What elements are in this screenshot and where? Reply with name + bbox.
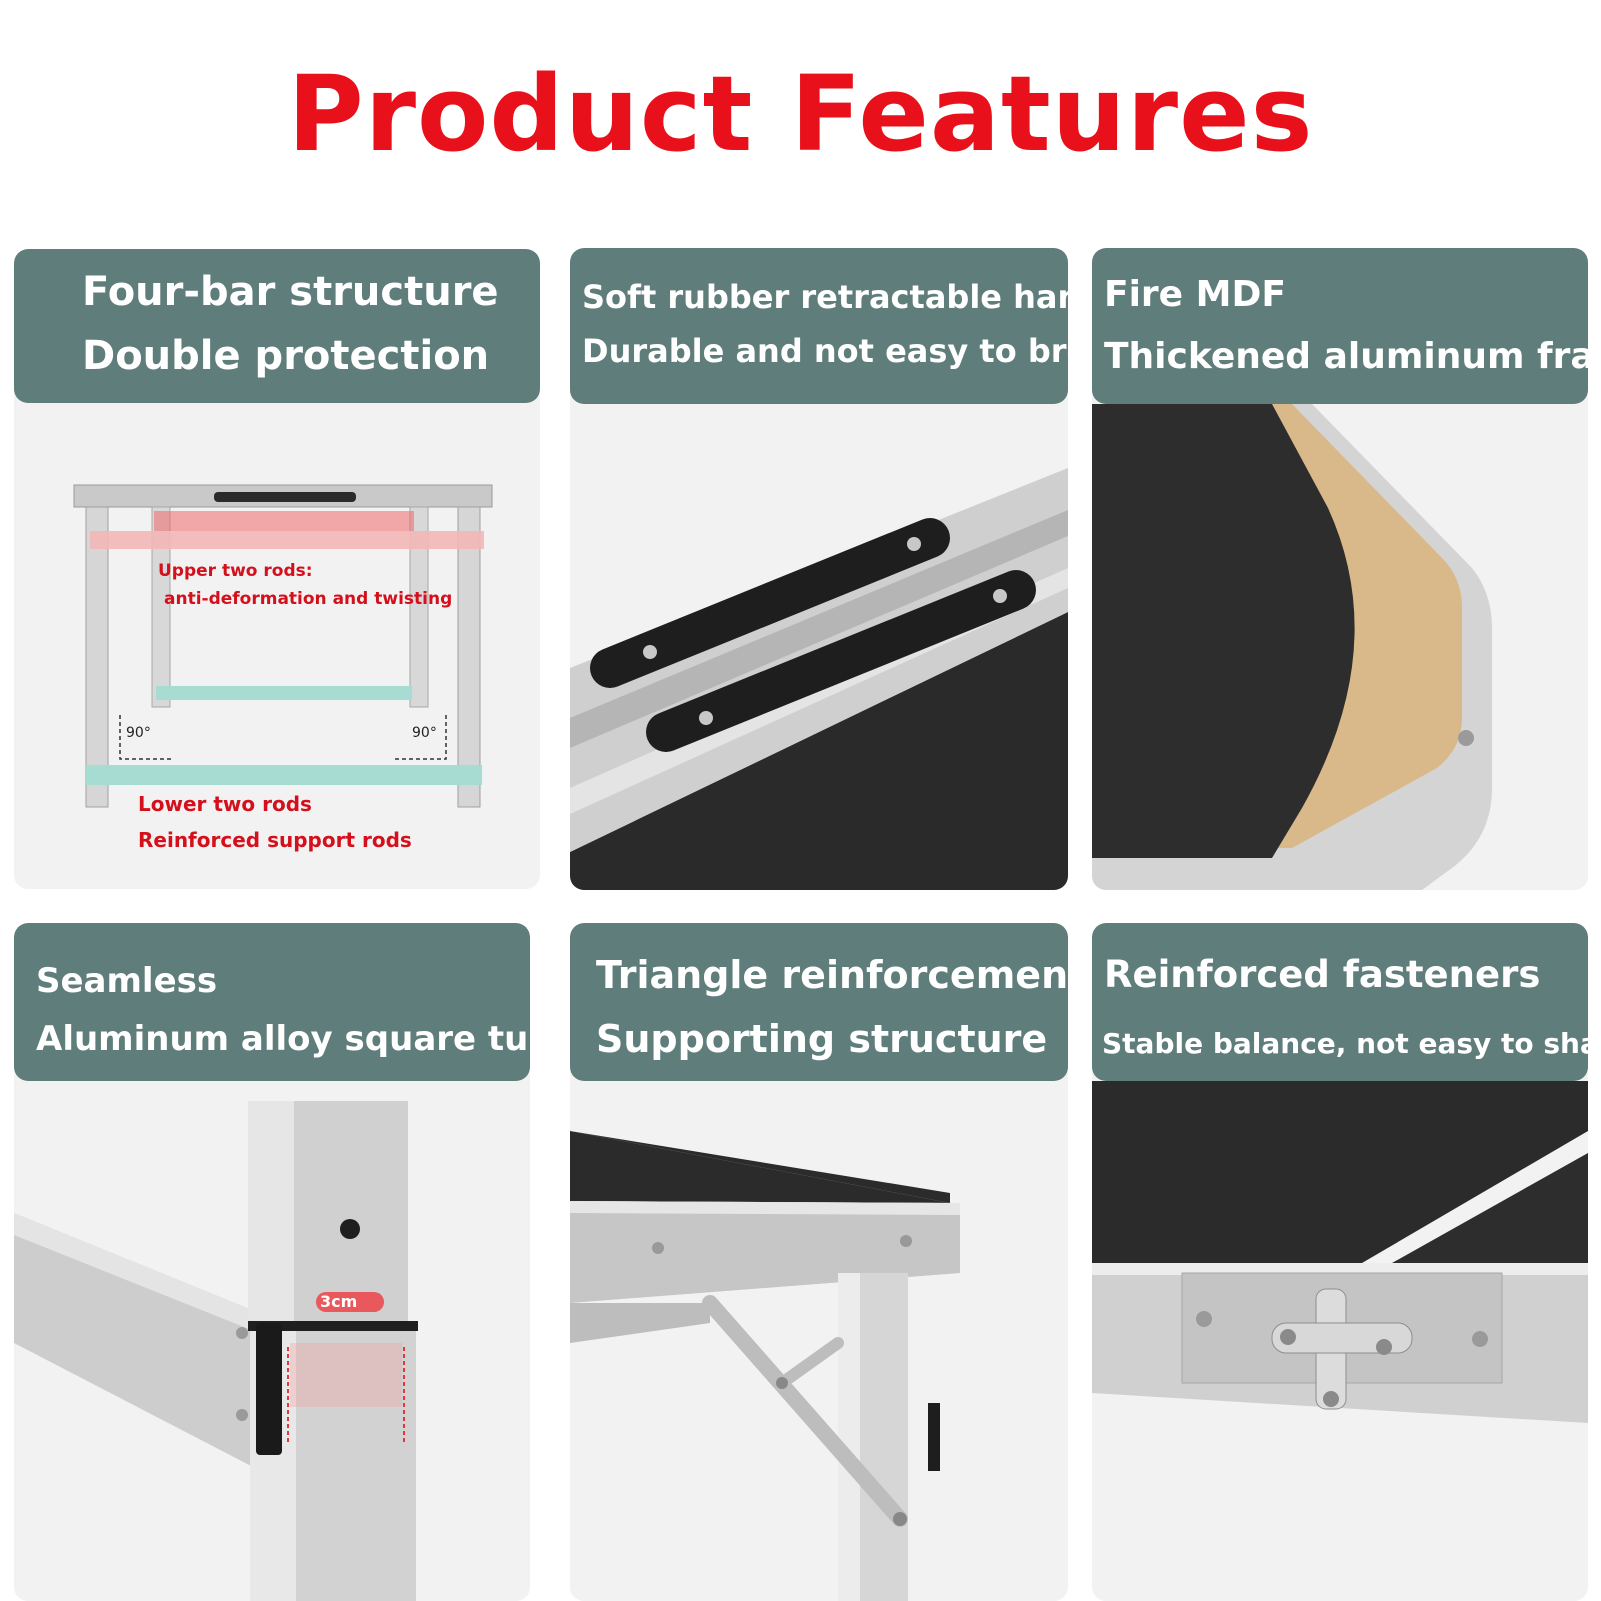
feature-subtitle: Double protection — [82, 333, 490, 379]
feature-title: Reinforced fasteners — [1104, 953, 1541, 996]
feature-subtitle: Thickened aluminum frame — [1104, 336, 1588, 377]
square-tube-illustration — [14, 1081, 530, 1601]
feature-title: Four-bar structure — [82, 269, 499, 315]
table-frame-illustration — [14, 403, 540, 889]
feature-card-seamless: Seamless Aluminum alloy square tube 3cm — [14, 923, 530, 1601]
feature-subtitle: Aluminum alloy square tube — [36, 1019, 530, 1059]
feature-header: Seamless Aluminum alloy square tube — [14, 923, 530, 1081]
feature-header: Fire MDF Thickened aluminum frame — [1092, 248, 1588, 404]
page-title: Product Features — [287, 53, 1314, 175]
feature-header: Four-bar structure Double protection — [14, 249, 540, 403]
feature-card-mdf: Fire MDF Thickened aluminum frame — [1092, 248, 1588, 890]
mdf-corner-illustration — [1092, 404, 1588, 890]
feature-subtitle: Durable and not easy to break — [582, 332, 1068, 370]
feature-subtitle: Supporting structure — [596, 1017, 1048, 1061]
feature-subtitle: Stable balance, not easy to shake — [1102, 1027, 1588, 1060]
angle-right-label: 90° — [412, 725, 437, 741]
feature-card-fasteners: Reinforced fasteners Stable balance, not… — [1092, 923, 1588, 1601]
feature-title: Triangle reinforcement — [596, 953, 1068, 997]
lower-rods-desc: Reinforced support rods — [138, 828, 412, 852]
lower-rods-label: Lower two rods — [138, 792, 312, 816]
tube-width-label: 3cm — [320, 1292, 358, 1311]
upper-rods-label: Upper two rods: — [158, 561, 313, 581]
feature-card-triangle: Triangle reinforcement Supporting struct… — [570, 923, 1068, 1601]
feature-title: Soft rubber retractable handle — [582, 278, 1068, 316]
feature-header: Triangle reinforcement Supporting struct… — [570, 923, 1068, 1081]
feature-header: Reinforced fasteners Stable balance, not… — [1092, 923, 1588, 1081]
feature-header: Soft rubber retractable handle Durable a… — [570, 248, 1068, 404]
handle-illustration — [570, 404, 1068, 890]
feature-title: Fire MDF — [1104, 274, 1286, 315]
fastener-illustration — [1092, 1081, 1588, 1601]
upper-rods-desc: anti-deformation and twisting — [164, 589, 453, 609]
angle-left-label: 90° — [126, 725, 151, 741]
triangle-brace-illustration — [570, 1081, 1068, 1601]
feature-title: Seamless — [36, 961, 218, 1001]
feature-card-handle: Soft rubber retractable handle Durable a… — [570, 248, 1068, 890]
feature-card-four-bar: Four-bar structure Double protection Upp… — [14, 249, 540, 889]
